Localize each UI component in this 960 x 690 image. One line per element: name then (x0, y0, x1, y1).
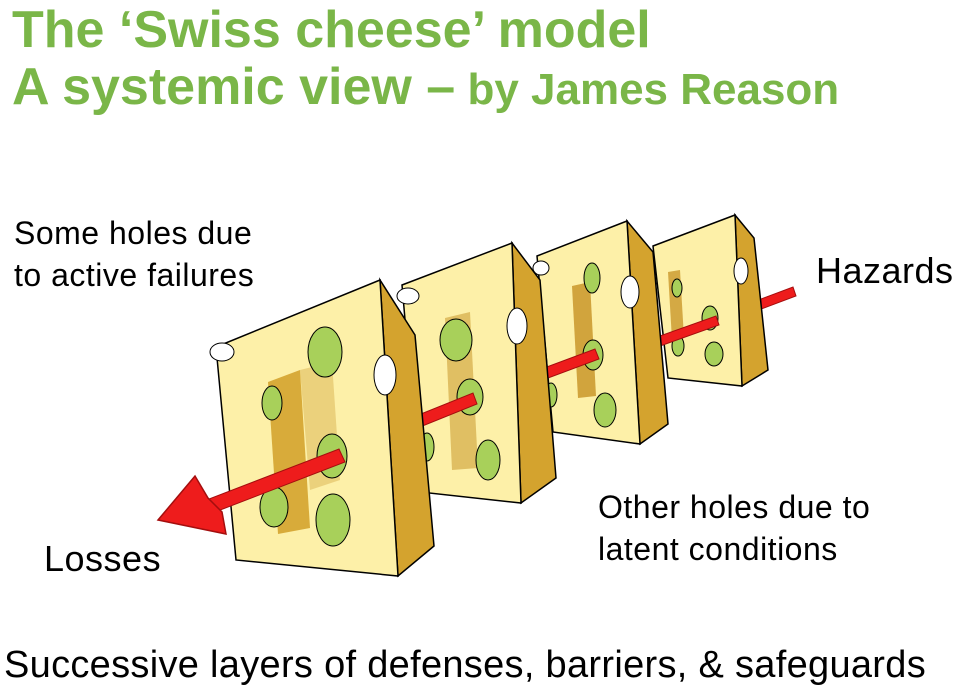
cheese-edge-notch (373, 354, 397, 396)
cheese-hole (307, 326, 343, 378)
cheese-hole (583, 262, 601, 294)
cheese-hole (315, 493, 351, 547)
cheese-hole (261, 385, 283, 421)
cheese-edge-notch (209, 342, 235, 362)
title-line-2: A systemic view – by James Reason (12, 58, 839, 122)
cheese-slice-3 (532, 218, 669, 446)
cheese-hole (439, 318, 473, 362)
active-failures-label-line-2: to active failures (14, 257, 255, 293)
latent-conditions-label-line-1: Other holes due to (598, 489, 871, 525)
cheese-slice-4-face (652, 213, 743, 387)
active-failures-label: Some holes due to active failures (14, 212, 254, 296)
cheese-edge-notch (620, 275, 640, 309)
hazards-label: Hazards (816, 250, 954, 291)
cheese-slice-1 (209, 277, 435, 578)
cheese-hole (593, 392, 617, 428)
title-subtitle: A systemic view – (12, 58, 456, 116)
cheese-edge-notch (532, 260, 550, 276)
cheese-hole (671, 278, 683, 298)
cheese-edge-notch (506, 307, 528, 345)
cheese-hole (704, 341, 724, 367)
latent-conditions-label-line-2: latent conditions (598, 531, 838, 567)
cheese-slice-4 (652, 212, 769, 388)
title-line-1: The ‘Swiss cheese’ model (12, 1, 651, 59)
losses-label: Losses (44, 538, 162, 579)
bottom-caption: Successive layers of defenses, barriers,… (4, 644, 926, 686)
active-failures-label-line-1: Some holes due (14, 215, 253, 251)
cheese-edge-notch (733, 257, 749, 285)
cheese-hole (475, 439, 501, 481)
latent-conditions-label: Other holes due to latent conditions (598, 486, 870, 570)
cheese-edge-notch (396, 287, 420, 305)
arrow-head (156, 474, 227, 535)
title-byline: by James Reason (455, 65, 840, 114)
cheese-slice-2 (396, 240, 557, 505)
